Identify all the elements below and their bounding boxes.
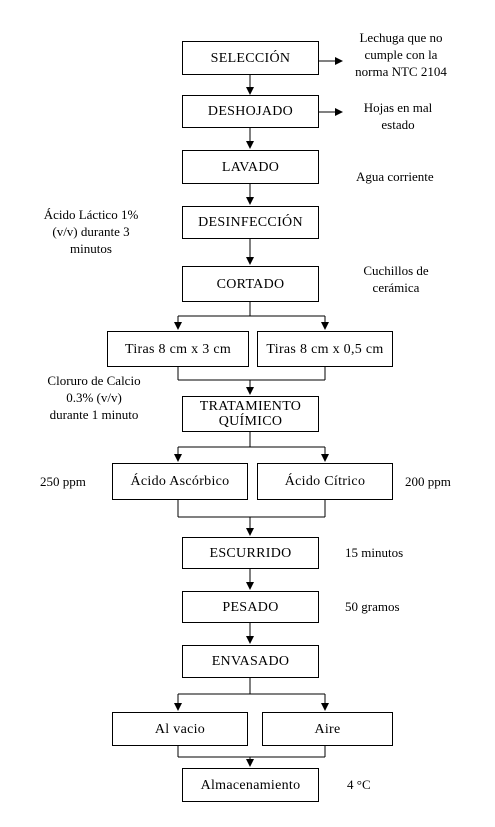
step-tiras-05cm-label: Tiras 8 cm x 0,5 cm [266, 341, 384, 357]
note-escurrido-text: 15 minutos [345, 545, 404, 560]
step-acido-ascorbico: Ácido Ascórbico [112, 463, 248, 500]
step-lavado: LAVADO [182, 150, 319, 184]
step-seleccion-label: SELECCIÓN [210, 50, 291, 66]
step-acido-ascorbico-label: Ácido Ascórbico [130, 474, 230, 489]
note-escurrido: 15 minutos [345, 544, 403, 561]
step-envasado-label: ENVASADO [211, 654, 290, 669]
note-almacenamiento-text: 4 °C [347, 777, 371, 792]
step-desinfeccion: DESINFECCIÓN [182, 206, 319, 239]
note-pesado-text: 50 gramos [345, 599, 400, 614]
note-desinfeccion-line-2: (v/v) durante 3 [52, 224, 130, 239]
note-tratamiento-line-2: 0.3% (v/v) [66, 390, 122, 405]
step-tratamiento-label-2: QUÍMICO [218, 414, 283, 429]
note-seleccion-line-3: norma NTC 2104 [355, 64, 447, 79]
step-almacenamiento: Almacenamiento [182, 768, 319, 802]
step-desinfeccion-label: DESINFECCIÓN [198, 215, 303, 230]
step-cortado-label: CORTADO [216, 276, 285, 292]
note-cortado: Cuchillos de cerámica [343, 262, 449, 296]
step-tiras-3cm: Tiras 8 cm x 3 cm [107, 331, 249, 367]
step-aire-label: Aire [314, 721, 341, 737]
note-lavado-text: Agua corriente [356, 169, 434, 184]
note-seleccion: Lechuga que no cumple con la norma NTC 2… [338, 29, 464, 80]
note-desinfeccion: Ácido Láctico 1% (v/v) durante 3 minutos [28, 206, 154, 257]
note-tratamiento-line-3: durante 1 minuto [49, 407, 139, 422]
step-cortado: CORTADO [182, 266, 319, 302]
step-al-vacio-label: Al vacio [154, 721, 206, 737]
step-pesado-label: PESADO [222, 599, 279, 615]
note-lavado: Agua corriente [356, 168, 434, 185]
step-lavado-label: LAVADO [221, 159, 280, 175]
note-200-ppm: 200 ppm [405, 473, 451, 490]
step-almacenamiento-label: Almacenamiento [200, 777, 301, 793]
step-acido-citrico-label: Ácido Cítrico [284, 474, 366, 489]
step-pesado: PESADO [182, 591, 319, 623]
note-250-ppm-text: 250 ppm [40, 474, 86, 489]
step-aire: Aire [262, 712, 393, 746]
note-desinfeccion-line-3: minutos [70, 241, 112, 256]
note-cortado-line-2: cerámica [372, 280, 420, 295]
note-250-ppm: 250 ppm [40, 473, 86, 490]
note-deshojado-line-2: estado [381, 117, 415, 132]
step-deshojado: DESHOJADO [182, 95, 319, 128]
note-desinfeccion-line-1: Ácido Láctico 1% [43, 207, 139, 222]
step-deshojado-label: DESHOJADO [207, 104, 294, 119]
step-tratamiento-label-1: TRATAMIENTO [199, 399, 302, 414]
step-seleccion: SELECCIÓN [182, 41, 319, 75]
step-tratamiento-quimico: TRATAMIENTO QUÍMICO [182, 396, 319, 432]
note-cortado-line-1: Cuchillos de [363, 263, 429, 278]
step-envasado: ENVASADO [182, 645, 319, 678]
note-tratamiento: Cloruro de Calcio 0.3% (v/v) durante 1 m… [32, 372, 156, 423]
step-tiras-05cm: Tiras 8 cm x 0,5 cm [257, 331, 393, 367]
note-pesado: 50 gramos [345, 598, 400, 615]
note-almacenamiento: 4 °C [347, 776, 371, 793]
note-200-ppm-text: 200 ppm [405, 474, 451, 489]
note-deshojado: Hojas en mal estado [348, 99, 448, 133]
step-escurrido-label: ESCURRIDO [209, 545, 292, 561]
step-al-vacio: Al vacio [112, 712, 248, 746]
step-tiras-3cm-label: Tiras 8 cm x 3 cm [124, 341, 232, 357]
step-acido-citrico: Ácido Cítrico [257, 463, 393, 500]
note-tratamiento-line-1: Cloruro de Calcio [47, 373, 141, 388]
note-seleccion-line-2: cumple con la [364, 47, 438, 62]
note-deshojado-line-1: Hojas en mal [363, 100, 433, 115]
note-seleccion-line-1: Lechuga que no [359, 30, 443, 45]
step-escurrido: ESCURRIDO [182, 537, 319, 569]
